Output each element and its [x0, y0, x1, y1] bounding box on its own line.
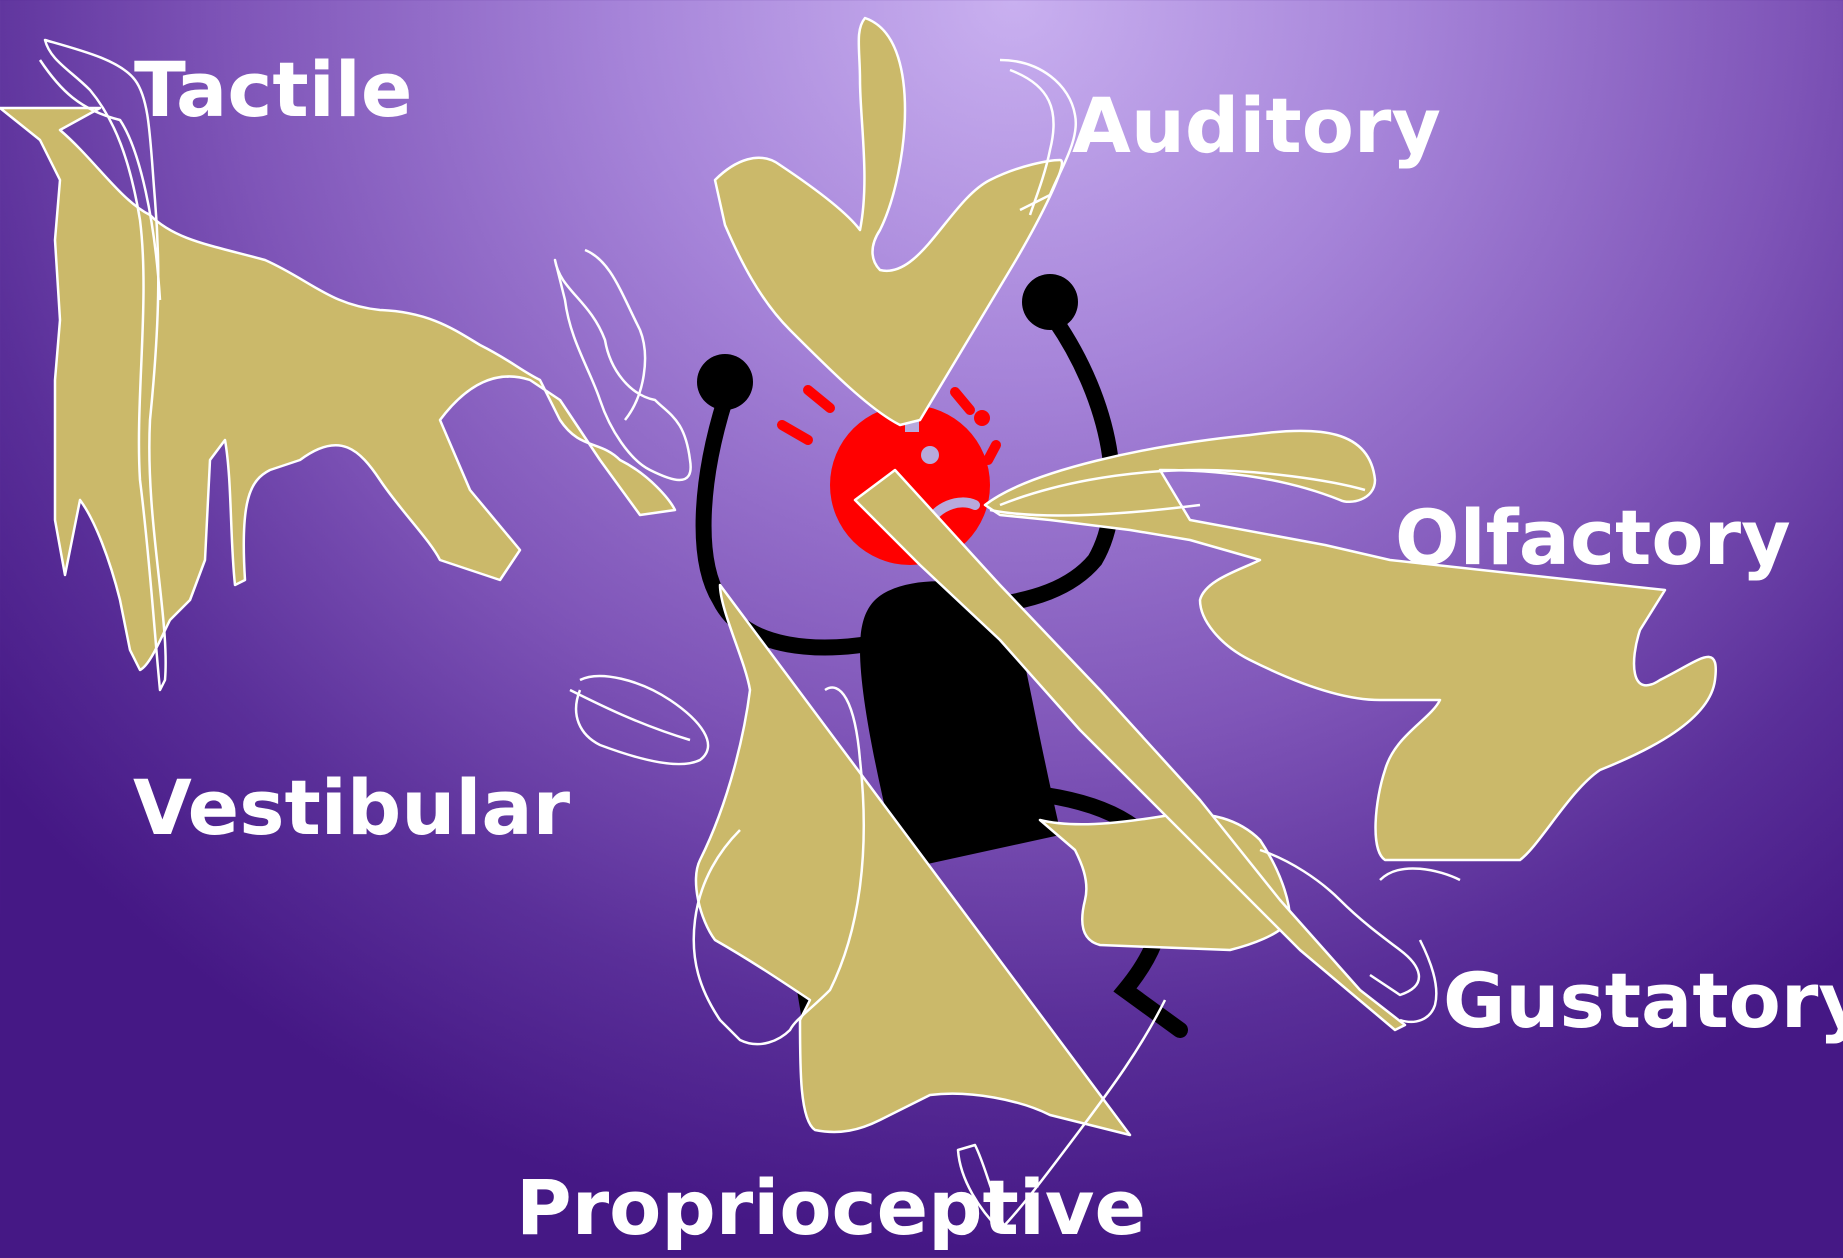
label-proprioceptive: Proprioceptive [516, 1170, 1146, 1246]
label-vestibular: Vestibular [133, 770, 570, 846]
label-tactile: Tactile [134, 52, 412, 128]
label-auditory: Auditory [1072, 88, 1441, 164]
label-gustatory: Gustatory [1443, 963, 1843, 1039]
label-olfactory: Olfactory [1395, 500, 1791, 576]
scribble-shapes-icon [0, 18, 1716, 1230]
